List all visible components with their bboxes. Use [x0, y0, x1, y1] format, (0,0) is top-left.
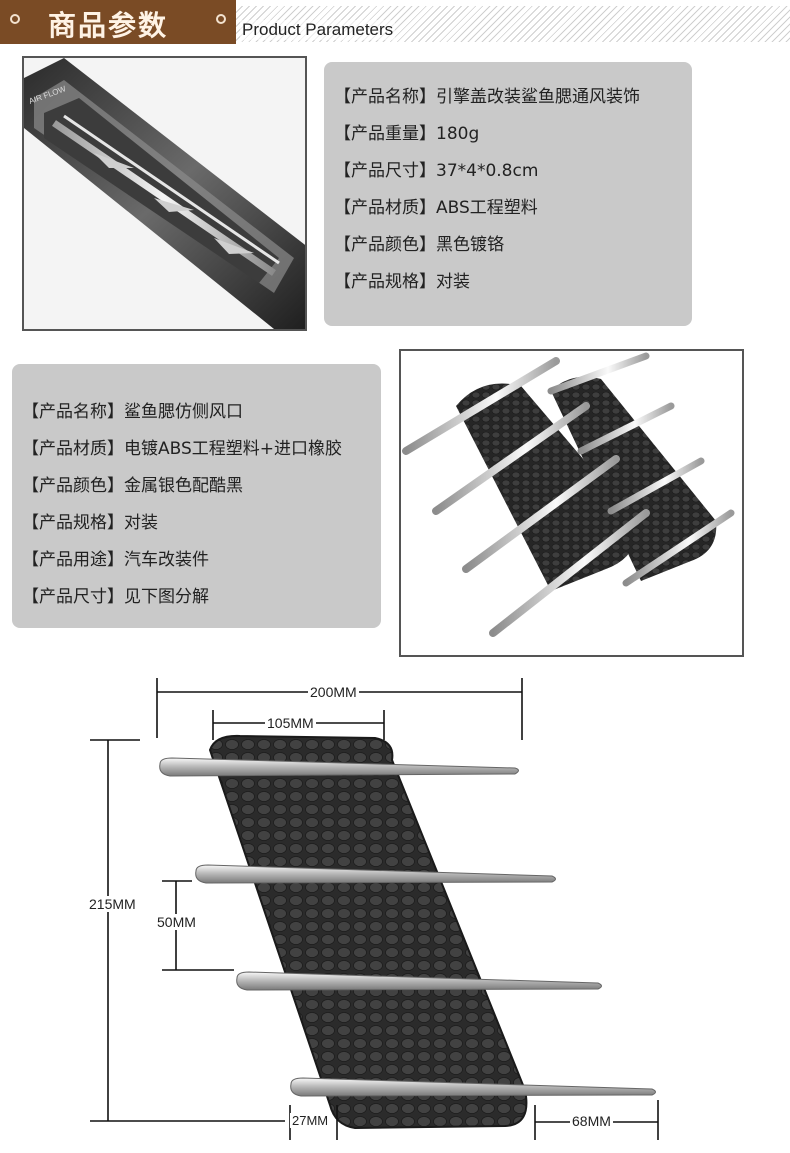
spec-row: 【产品颜色】黑色镀铬 [334, 230, 504, 255]
spec-label: 【产品规格】 [334, 272, 436, 292]
vent-pair-image [399, 349, 744, 657]
dim-bottom-left: 27MM [290, 1113, 331, 1128]
dim-bottom-right: 68MM [570, 1113, 613, 1129]
specs-panel-1: 【产品名称】引擎盖改装鲨鱼腮通风装饰【产品重量】180g【产品尺寸】37*4*0… [324, 62, 692, 326]
header-title-cn: 商品参数 [48, 9, 169, 42]
dimension-diagram: 200MM 105MM 215MM 50MM 27MM 68MM [0, 660, 790, 1153]
bullet-icon [216, 14, 226, 24]
spec-value: 对装 [124, 513, 158, 533]
header-title-en: Product Parameters [240, 20, 396, 40]
dim-height: 215MM [87, 896, 138, 912]
specs-panel-2: 【产品名称】鲨鱼腮仿侧风口【产品材质】电镀ABS工程塑料+进口橡胶【产品颜色】金… [12, 364, 381, 628]
spec-value: ABS工程塑料 [436, 198, 538, 218]
spec-row: 【产品尺寸】37*4*0.8cm [334, 156, 538, 181]
spec-value: 引擎盖改装鲨鱼腮通风装饰 [436, 87, 640, 107]
spec-row: 【产品材质】ABS工程塑料 [334, 193, 538, 218]
spec-value: 对装 [436, 272, 470, 292]
spec-label: 【产品用途】 [22, 550, 124, 570]
spec-label: 【产品名称】 [22, 402, 124, 422]
spec-label: 【产品名称】 [334, 87, 436, 107]
spec-row: 【产品规格】对装 [22, 508, 158, 533]
spec-row: 【产品尺寸】见下图分解 [22, 582, 209, 607]
spec-value: 37*4*0.8cm [436, 161, 539, 181]
spec-label: 【产品材质】 [22, 439, 124, 459]
spec-label: 【产品规格】 [22, 513, 124, 533]
spec-value: 180g [436, 124, 480, 144]
spec-value: 见下图分解 [124, 587, 209, 607]
spec-row: 【产品用途】汽车改装件 [22, 545, 209, 570]
dim-spacing: 50MM [155, 914, 198, 930]
spec-value: 鲨鱼腮仿侧风口 [124, 402, 243, 422]
product-package-image: AIR FLOW [22, 56, 307, 331]
spec-label: 【产品颜色】 [22, 476, 124, 496]
dim-total-width: 200MM [308, 684, 359, 700]
spec-row: 【产品名称】鲨鱼腮仿侧风口 [22, 397, 243, 422]
spec-value: 黑色镀铬 [436, 235, 504, 255]
header-title-block: 商品参数 [0, 0, 236, 44]
bullet-icon [10, 14, 20, 24]
spec-label: 【产品重量】 [334, 124, 436, 144]
spec-row: 【产品名称】引擎盖改装鲨鱼腮通风装饰 [334, 82, 640, 107]
spec-value: 电镀ABS工程塑料+进口橡胶 [124, 439, 343, 459]
spec-label: 【产品尺寸】 [22, 587, 124, 607]
spec-row: 【产品颜色】金属银色配酷黑 [22, 471, 243, 496]
spec-label: 【产品颜色】 [334, 235, 436, 255]
spec-row: 【产品重量】180g [334, 119, 479, 144]
spec-label: 【产品材质】 [334, 198, 436, 218]
dim-inner-width: 105MM [265, 715, 316, 731]
spec-label: 【产品尺寸】 [334, 161, 436, 181]
section-header: 商品参数 Product Parameters [0, 0, 790, 44]
spec-row: 【产品材质】电镀ABS工程塑料+进口橡胶 [22, 434, 342, 459]
spec-row: 【产品规格】对装 [334, 267, 470, 292]
spec-value: 汽车改装件 [124, 550, 209, 570]
spec-value: 金属银色配酷黑 [124, 476, 243, 496]
